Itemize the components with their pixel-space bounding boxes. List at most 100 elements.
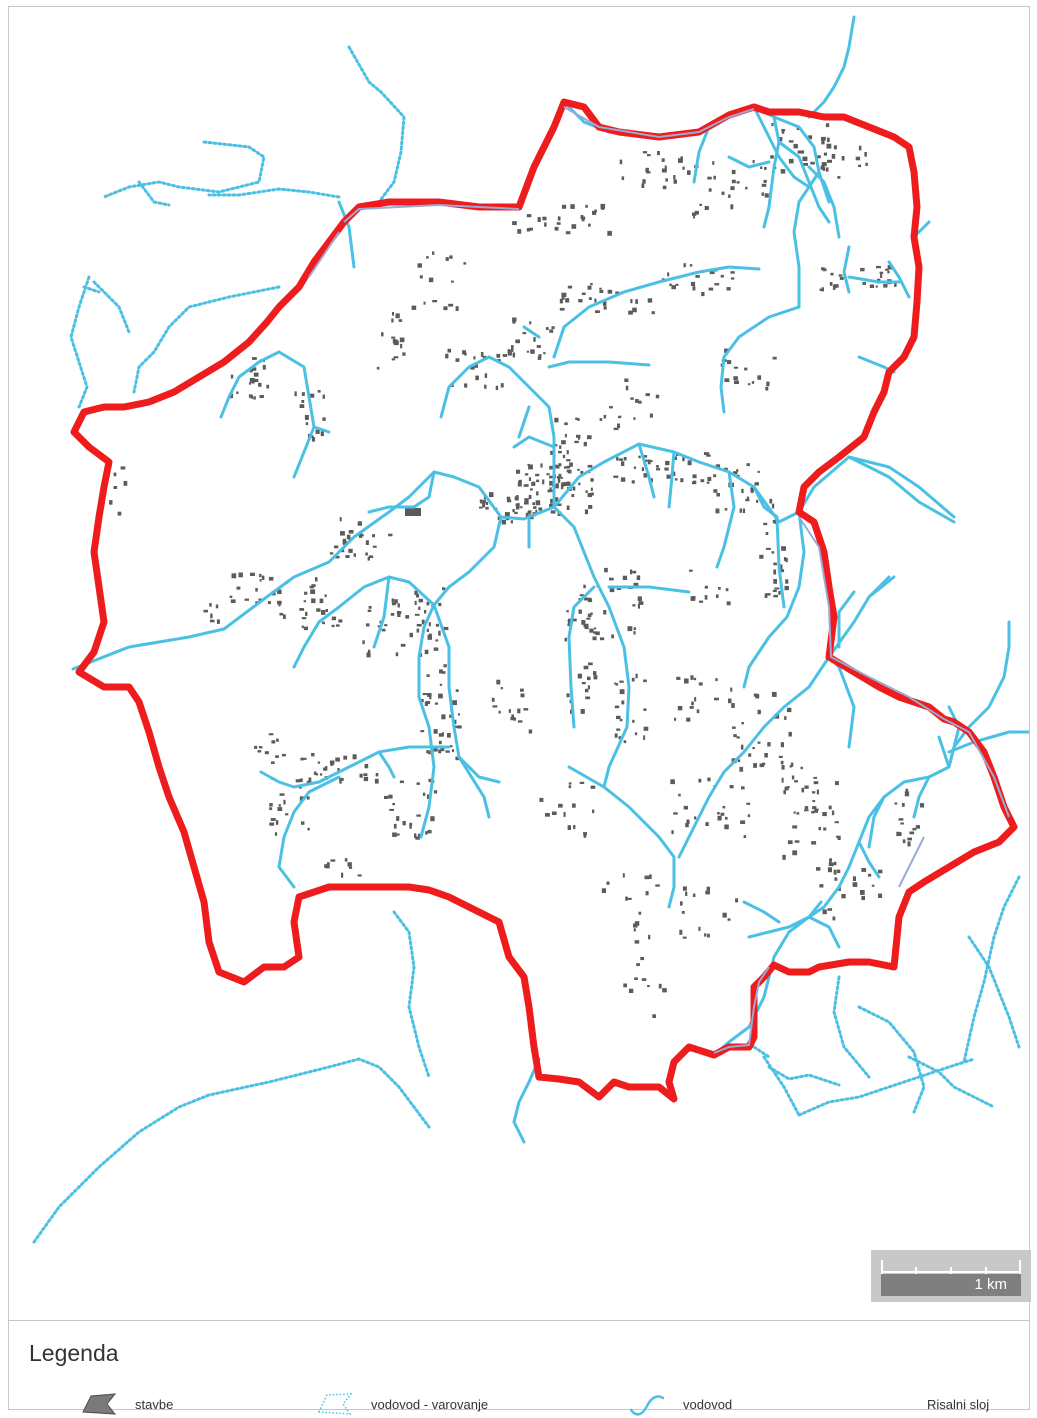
building-polygon bbox=[740, 820, 746, 824]
building-polygon bbox=[529, 321, 532, 325]
building-polygon bbox=[417, 833, 421, 839]
building-polygon bbox=[512, 352, 516, 358]
building-polygon bbox=[583, 665, 589, 670]
building-polygon bbox=[568, 782, 572, 785]
building-polygon bbox=[623, 457, 627, 461]
building-polygon bbox=[600, 203, 606, 209]
building-polygon bbox=[733, 471, 738, 475]
building-polygon bbox=[713, 175, 716, 180]
building-polygon bbox=[489, 492, 494, 498]
building-polygon bbox=[341, 872, 344, 878]
building-polygon bbox=[686, 717, 691, 722]
building-polygon bbox=[269, 822, 275, 826]
building-polygon bbox=[397, 833, 400, 836]
building-polygon bbox=[339, 780, 342, 784]
building-polygon bbox=[561, 292, 567, 298]
building-polygon bbox=[365, 552, 368, 556]
building-polygon bbox=[331, 616, 337, 621]
building-polygon bbox=[230, 599, 236, 603]
building-polygon bbox=[784, 716, 787, 720]
building-polygon bbox=[778, 137, 783, 142]
building-polygon bbox=[295, 779, 300, 783]
building-polygon bbox=[861, 895, 865, 901]
building-polygon bbox=[512, 317, 517, 322]
building-polygon bbox=[630, 569, 633, 575]
building-polygon bbox=[347, 862, 352, 867]
building-polygon bbox=[643, 473, 648, 478]
building-polygon bbox=[832, 916, 836, 921]
building-polygon bbox=[577, 673, 582, 679]
building-polygon bbox=[635, 299, 638, 304]
building-polygon bbox=[398, 319, 403, 322]
building-polygon bbox=[590, 612, 593, 616]
building-polygon bbox=[611, 634, 614, 639]
building-polygon bbox=[492, 705, 498, 708]
building-polygon bbox=[304, 591, 308, 595]
building-polygon bbox=[567, 623, 570, 627]
building-polygon bbox=[787, 786, 790, 789]
building-polygon bbox=[621, 461, 625, 466]
building-polygon bbox=[764, 193, 769, 198]
building-polygon bbox=[708, 287, 714, 291]
building-polygon bbox=[535, 500, 541, 506]
building-polygon bbox=[779, 569, 785, 573]
building-polygon bbox=[434, 702, 439, 705]
building-polygon bbox=[835, 835, 839, 838]
building-polygon bbox=[566, 459, 571, 462]
building-polygon bbox=[825, 123, 830, 128]
building-polygon bbox=[515, 503, 518, 506]
building-polygon bbox=[730, 687, 733, 692]
building-polygon bbox=[592, 809, 595, 814]
building-polygon bbox=[435, 639, 439, 642]
building-polygon bbox=[344, 858, 348, 862]
building-polygon bbox=[797, 150, 802, 154]
building-polygon bbox=[581, 218, 585, 222]
building-polygon bbox=[262, 364, 266, 370]
building-polygon bbox=[428, 750, 431, 755]
building-polygon bbox=[878, 893, 883, 898]
building-polygon bbox=[641, 467, 644, 472]
building-polygon bbox=[781, 777, 784, 783]
building-polygon bbox=[520, 688, 524, 692]
building-polygon bbox=[587, 598, 593, 603]
building-polygon bbox=[743, 835, 747, 838]
building-polygon bbox=[317, 390, 321, 393]
building-polygon bbox=[671, 285, 676, 290]
building-polygon bbox=[687, 460, 692, 466]
building-polygon bbox=[620, 477, 626, 482]
map-svg[interactable] bbox=[9, 7, 1029, 1320]
building-polygon bbox=[683, 805, 688, 810]
building-polygon bbox=[443, 306, 448, 311]
building-polygon bbox=[365, 540, 369, 545]
building-polygon bbox=[607, 289, 613, 294]
building-polygon bbox=[479, 499, 483, 503]
building-polygon bbox=[585, 490, 588, 493]
map-canvas[interactable] bbox=[9, 7, 1029, 1320]
building-polygon bbox=[592, 210, 597, 215]
building-polygon bbox=[538, 354, 542, 358]
buildings-layer bbox=[109, 123, 925, 1018]
building-polygon bbox=[372, 545, 377, 548]
building-polygon bbox=[557, 478, 561, 483]
building-polygon bbox=[739, 766, 744, 772]
building-polygon bbox=[397, 603, 400, 608]
building-polygon bbox=[549, 465, 555, 470]
building-polygon bbox=[509, 349, 514, 352]
building-polygon bbox=[428, 778, 432, 783]
building-polygon bbox=[572, 803, 576, 808]
building-polygon bbox=[584, 626, 589, 630]
building-polygon bbox=[699, 203, 702, 206]
building-polygon bbox=[583, 833, 587, 838]
building-polygon bbox=[258, 382, 262, 387]
building-polygon bbox=[533, 337, 536, 342]
building-polygon bbox=[637, 604, 640, 609]
building-polygon bbox=[821, 162, 827, 167]
building-polygon bbox=[636, 575, 641, 581]
building-polygon bbox=[662, 185, 667, 190]
building-polygon bbox=[821, 136, 826, 141]
legend-title: Legenda bbox=[29, 1340, 119, 1366]
building-polygon bbox=[821, 140, 825, 145]
building-polygon bbox=[801, 150, 805, 154]
building-polygon bbox=[864, 152, 867, 157]
building-polygon bbox=[678, 793, 681, 797]
